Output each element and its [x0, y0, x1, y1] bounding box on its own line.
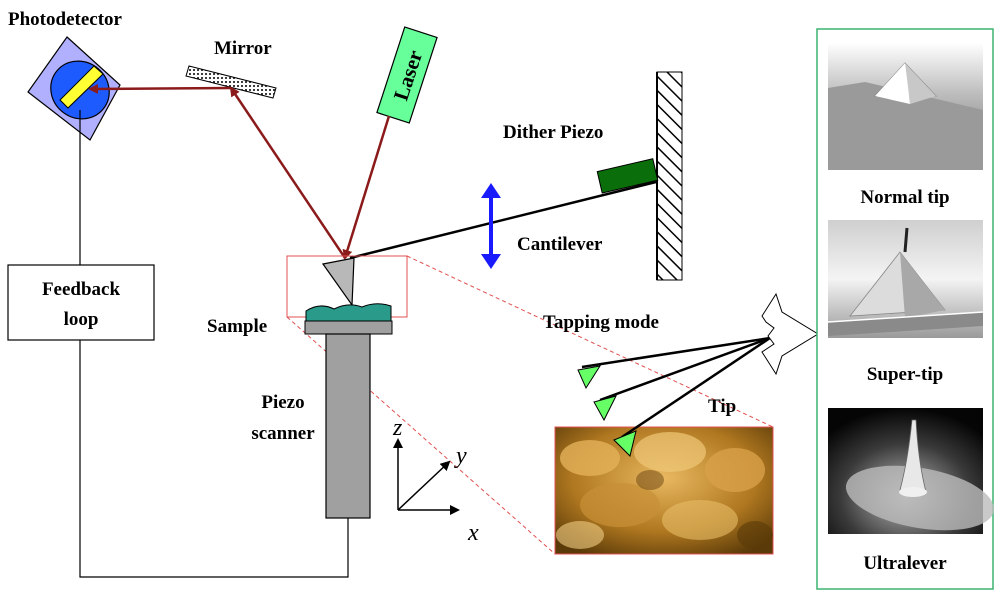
sample-label: Sample — [207, 316, 267, 337]
piezo-scanner — [325, 333, 371, 519]
feedback-label-1: Feedback — [42, 279, 121, 300]
callout-arrow-icon — [761, 292, 819, 376]
tapping-mode-label: Tapping mode — [543, 312, 659, 333]
hatched-wall — [656, 71, 683, 281]
ultralever-micrograph — [828, 408, 995, 534]
tapping-cantilevers — [581, 336, 771, 439]
super-tip-micrograph — [827, 220, 984, 338]
ultralever-label: Ultralever — [863, 553, 947, 574]
normal-tip-micrograph — [828, 43, 983, 170]
coordinate-axes — [393, 438, 460, 515]
photodetector — [27, 36, 121, 141]
normal-tip-label: Normal tip — [860, 187, 949, 208]
tapping-tip-markers — [577, 365, 637, 457]
mirror-label: Mirror — [214, 38, 272, 59]
afm-topography-image — [554, 426, 774, 555]
super-tip-label: Super-tip — [867, 364, 943, 385]
tip-label: Tip — [708, 396, 736, 417]
dither-piezo — [596, 158, 659, 194]
laser-beam — [88, 83, 391, 260]
mirror — [185, 65, 277, 99]
feedback-wires — [79, 110, 349, 578]
feedback-loop-box — [7, 264, 155, 341]
cantilever — [349, 180, 657, 260]
photodetector-label: Photodetector — [8, 9, 123, 30]
sample — [304, 303, 393, 335]
axis-x-label: x — [467, 520, 479, 546]
cantilever-label: Cantilever — [517, 234, 603, 255]
dither-piezo-label: Dither Piezo — [503, 122, 603, 143]
afm-tip — [321, 257, 355, 307]
laser: Laser — [376, 26, 438, 124]
axis-z-label: z — [392, 415, 403, 441]
oscillation-arrow-icon — [481, 183, 501, 269]
piezo-label-1: Piezo — [261, 392, 304, 413]
piezo-label-2: scanner — [251, 423, 315, 444]
feedback-label-2: loop — [64, 309, 99, 330]
axis-y-label: y — [454, 443, 467, 469]
